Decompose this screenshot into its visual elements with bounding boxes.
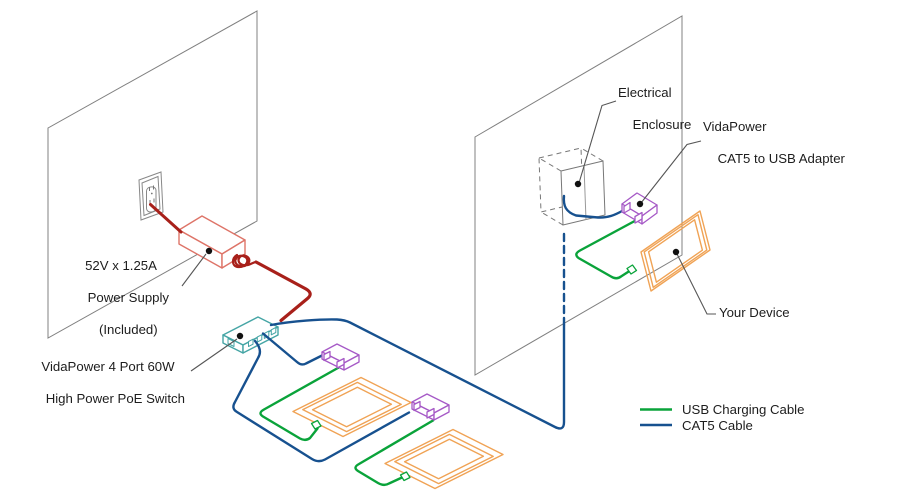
usb-cable-2 — [354, 419, 435, 487]
legend-cat5-label: CAT5 Cable — [682, 418, 753, 433]
leader-dots — [205, 180, 680, 340]
tablet-2 — [384, 428, 504, 490]
poe-switch-label-line1: VidaPower 4 Port 60W — [41, 359, 175, 374]
adapter-2 — [411, 393, 450, 421]
left-wall — [47, 10, 258, 339]
power-supply-label: 52V x 1.25A Power Supply (Included) — [61, 258, 181, 338]
your-device-label: Your Device — [719, 305, 790, 321]
power-supply-label-line1: 52V x 1.25A — [85, 258, 157, 273]
right-wall — [474, 15, 683, 376]
enclosure-label: Electrical Enclosure — [618, 85, 691, 133]
usb-cable-1 — [259, 365, 342, 442]
tablet-1 — [292, 376, 412, 438]
enclosure-label-line1: Electrical — [618, 85, 672, 100]
cat5-enclosure-to-adapter — [562, 194, 625, 219]
legend-swatches — [640, 408, 672, 427]
electrical-enclosure — [538, 147, 606, 226]
power-supply — [178, 215, 246, 269]
power-supply-label-line2: Power Supply — [87, 290, 170, 305]
your-device-tablet — [640, 210, 711, 292]
cat5-cables — [232, 194, 625, 463]
adapter-3 — [621, 192, 658, 225]
cord-coil — [231, 253, 258, 269]
adapter-label-line2: CAT5 to USB Adapter — [717, 151, 845, 166]
your-device-label-line1: Your Device — [719, 305, 790, 320]
usb-cables — [259, 218, 639, 487]
legend-usb-label: USB Charging Cable — [682, 402, 805, 417]
leader-lines — [181, 100, 716, 372]
adapter-label: VidaPower CAT5 to USB Adapter — [703, 119, 845, 167]
switch-ports — [227, 327, 277, 347]
usb-plugs — [310, 264, 638, 482]
cat5-to-adapter-2 — [232, 339, 411, 463]
power-supply-label-line3: (Included) — [99, 322, 158, 337]
enclosure-label-line2: Enclosure — [632, 117, 692, 132]
poe-switch-label: VidaPower 4 Port 60W High Power PoE Swit… — [28, 359, 188, 407]
power-cable — [149, 203, 312, 323]
adapter-label-line1: VidaPower — [703, 119, 767, 134]
usb-cable-3 — [575, 218, 639, 280]
cat5-long-run — [269, 318, 566, 430]
adapter-1 — [321, 343, 360, 371]
poe-switch-label-line2: High Power PoE Switch — [45, 391, 185, 406]
cat5-to-adapter-1 — [261, 332, 324, 366]
poe-switch — [222, 316, 279, 354]
